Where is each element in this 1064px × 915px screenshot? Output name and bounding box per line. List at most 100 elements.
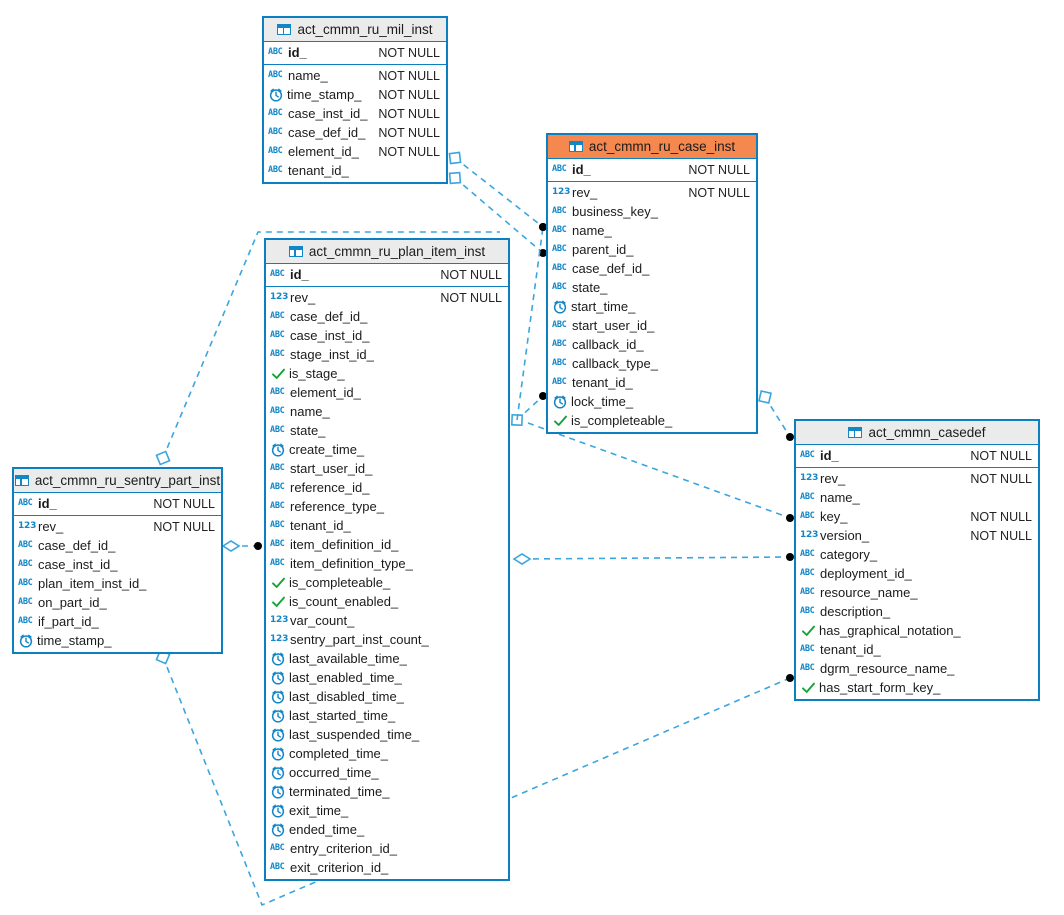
column-row[interactable]: last_suspended_time_: [266, 725, 508, 744]
column-row[interactable]: last_disabled_time_: [266, 687, 508, 706]
column-row[interactable]: last_started_time_: [266, 706, 508, 725]
relationship-line-rel-plan-case-1[interactable]: [516, 395, 544, 421]
relationship-line-rel-plan-case-2[interactable]: [516, 226, 544, 421]
column-row[interactable]: is_stage_: [266, 364, 508, 383]
abc-type-icon: ABC: [268, 127, 283, 137]
column-row[interactable]: last_available_time_: [266, 649, 508, 668]
column-name: start_user_id_: [290, 461, 373, 476]
column-row[interactable]: is_completeable_: [548, 411, 756, 430]
entity-header[interactable]: act_cmmn_ru_plan_item_inst: [266, 240, 508, 264]
column-name: name_: [288, 68, 328, 83]
column-row[interactable]: time_stamp_NOT NULL: [264, 85, 446, 104]
relationship-line-rel-plan-casedef-1[interactable]: [527, 422, 791, 519]
entity-header[interactable]: act_cmmn_ru_mil_inst: [264, 18, 446, 42]
column-row[interactable]: completed_time_: [266, 744, 508, 763]
clock-type-icon: [271, 671, 285, 685]
column-name: is_completeable_: [571, 413, 673, 428]
column-row[interactable]: time_stamp_: [14, 631, 221, 650]
relationship-line-rel-case-casedef[interactable]: [764, 396, 791, 438]
entity-header[interactable]: act_cmmn_ru_sentry_part_inst: [14, 469, 221, 493]
column-row[interactable]: exit_time_: [266, 801, 508, 820]
abc-type-icon: ABC: [552, 377, 567, 387]
not-null-label: NOT NULL: [440, 290, 502, 305]
column-name: resource_name_: [820, 585, 918, 600]
column-row[interactable]: last_enabled_time_: [266, 668, 508, 687]
column-row[interactable]: has_start_form_key_: [796, 678, 1038, 697]
column-row[interactable]: has_graphical_notation_: [796, 621, 1038, 640]
relationship-line-rel-plan-casedef-2[interactable]: [521, 556, 791, 560]
relationship-line-rel-mil-case-1[interactable]: [454, 157, 544, 228]
column-row[interactable]: lock_time_: [548, 392, 756, 411]
column-row[interactable]: start_time_: [548, 297, 756, 316]
column-row[interactable]: ended_time_: [266, 820, 508, 839]
column-row[interactable]: is_count_enabled_: [266, 592, 508, 611]
entity-header[interactable]: act_cmmn_casedef: [796, 421, 1038, 445]
column-row[interactable]: is_completeable_: [266, 573, 508, 592]
entity-header[interactable]: act_cmmn_ru_case_inst: [548, 135, 756, 159]
column-row[interactable]: terminated_time_: [266, 782, 508, 801]
column-row[interactable]: occurred_time_: [266, 763, 508, 782]
source-marker-square: [448, 151, 462, 165]
column-row[interactable]: create_time_: [266, 440, 508, 459]
